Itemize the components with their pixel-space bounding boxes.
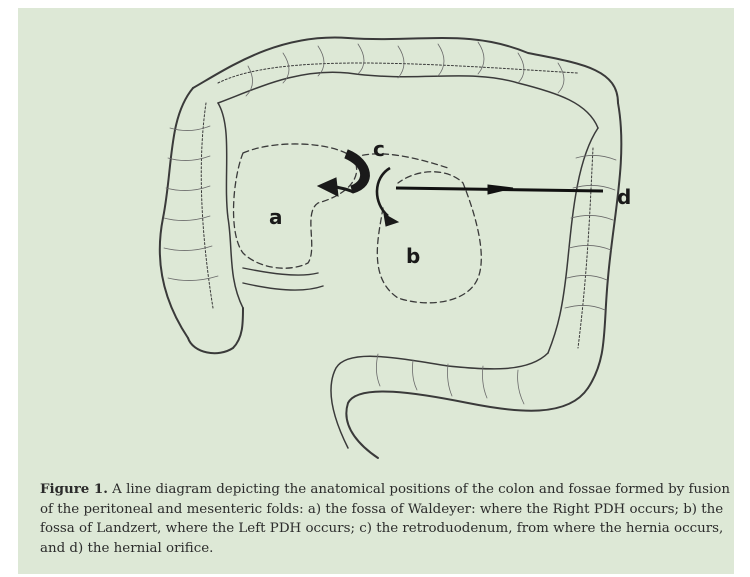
label-b: b bbox=[406, 244, 420, 268]
colon-diagram: a b c d bbox=[18, 8, 734, 468]
label-a: a bbox=[269, 205, 283, 229]
ascending-colon-band bbox=[201, 103, 213, 308]
fossa-b-outline bbox=[377, 172, 481, 303]
label-c: c bbox=[373, 137, 385, 161]
descending-haustra bbox=[565, 155, 616, 310]
label-d: d bbox=[617, 185, 631, 209]
hernial-orifice-pointer bbox=[396, 185, 603, 194]
cecum bbox=[188, 308, 243, 353]
descending-colon-band bbox=[578, 148, 593, 348]
figure-caption: Figure 1. A line diagram depicting the a… bbox=[40, 480, 730, 558]
ascending-colon-outer bbox=[160, 88, 193, 338]
sigmoid-colon-outer bbox=[346, 388, 588, 458]
transverse-colon-inner bbox=[218, 72, 598, 128]
descending-colon-inner bbox=[548, 128, 598, 353]
sigmoid-colon-inner bbox=[331, 353, 548, 448]
figure-caption-text: A line diagram depicting the anatomical … bbox=[40, 482, 730, 556]
ileum bbox=[243, 268, 323, 290]
sigmoid-haustra bbox=[376, 354, 524, 404]
fossa-a-outline bbox=[234, 144, 357, 268]
figure-panel: a b c d Figure 1. A line diagram depicti… bbox=[18, 8, 734, 574]
retroduodenum-arrows bbox=[318, 150, 398, 226]
figure-caption-prefix: Figure 1. bbox=[40, 481, 108, 497]
ascending-colon-inner bbox=[218, 103, 243, 308]
